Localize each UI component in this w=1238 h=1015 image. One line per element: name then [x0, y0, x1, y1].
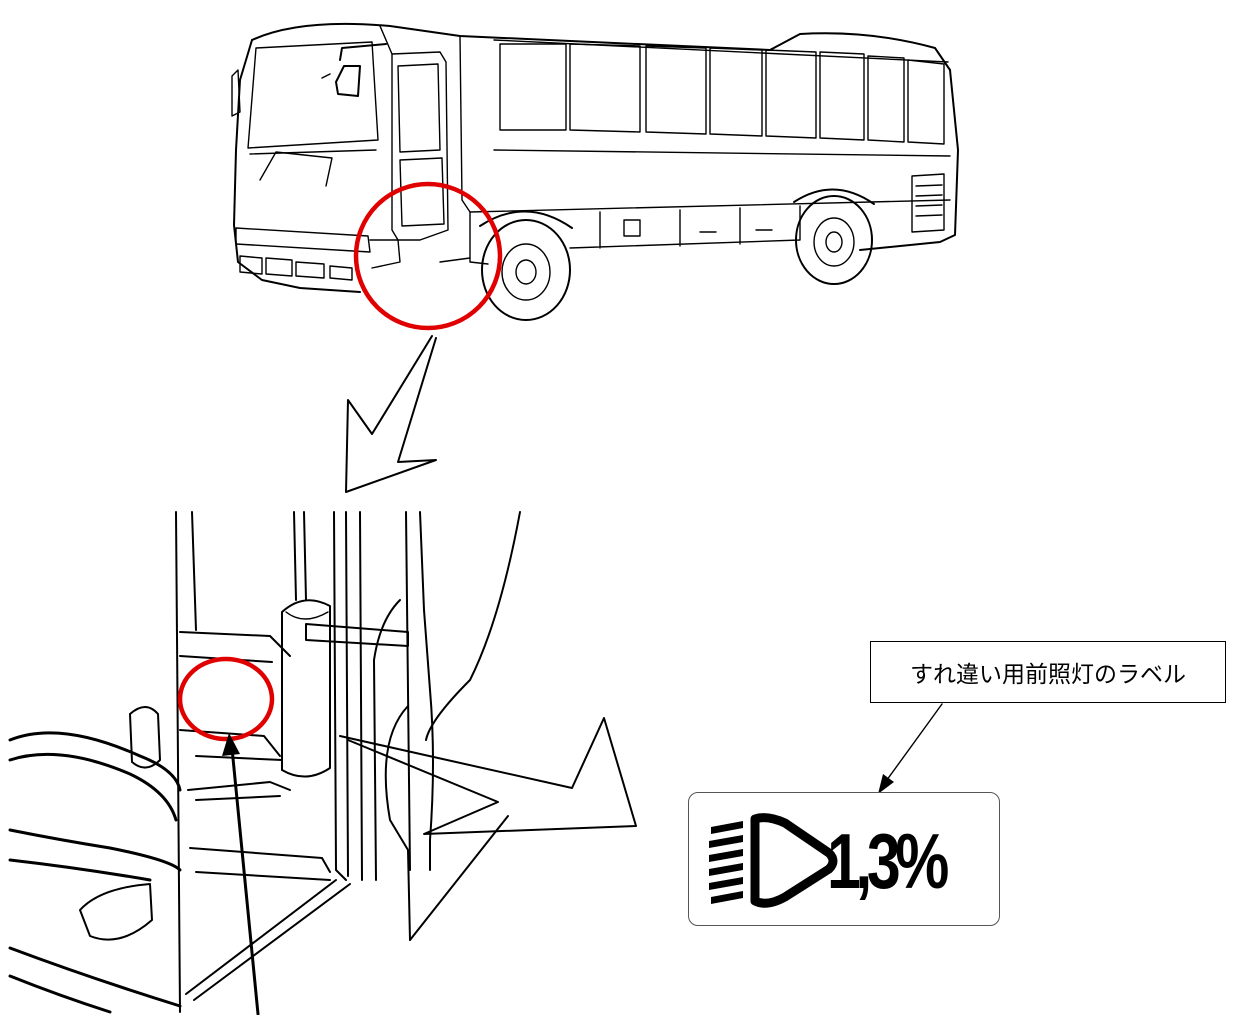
bus-illustration — [231, 22, 959, 321]
callout-pointer — [878, 703, 943, 794]
low-beam-headlamp-icon — [709, 813, 838, 908]
highlight-circle-bus — [353, 181, 503, 331]
headlamp-value-text: 1,3% — [827, 817, 949, 905]
callout-text: すれ違い用前照灯のラベル — [910, 662, 1186, 688]
zoom-arrow-right — [339, 717, 637, 835]
zoom-arrow-down — [345, 335, 437, 493]
pointer-arrow-step — [222, 733, 260, 1015]
callout-label-box: すれ違い用前照灯のラベル — [870, 641, 1226, 703]
highlight-circle-step — [177, 656, 275, 742]
door-step-closeup — [8, 511, 521, 1014]
headlamp-label-plate: 1,3% — [688, 792, 1000, 926]
